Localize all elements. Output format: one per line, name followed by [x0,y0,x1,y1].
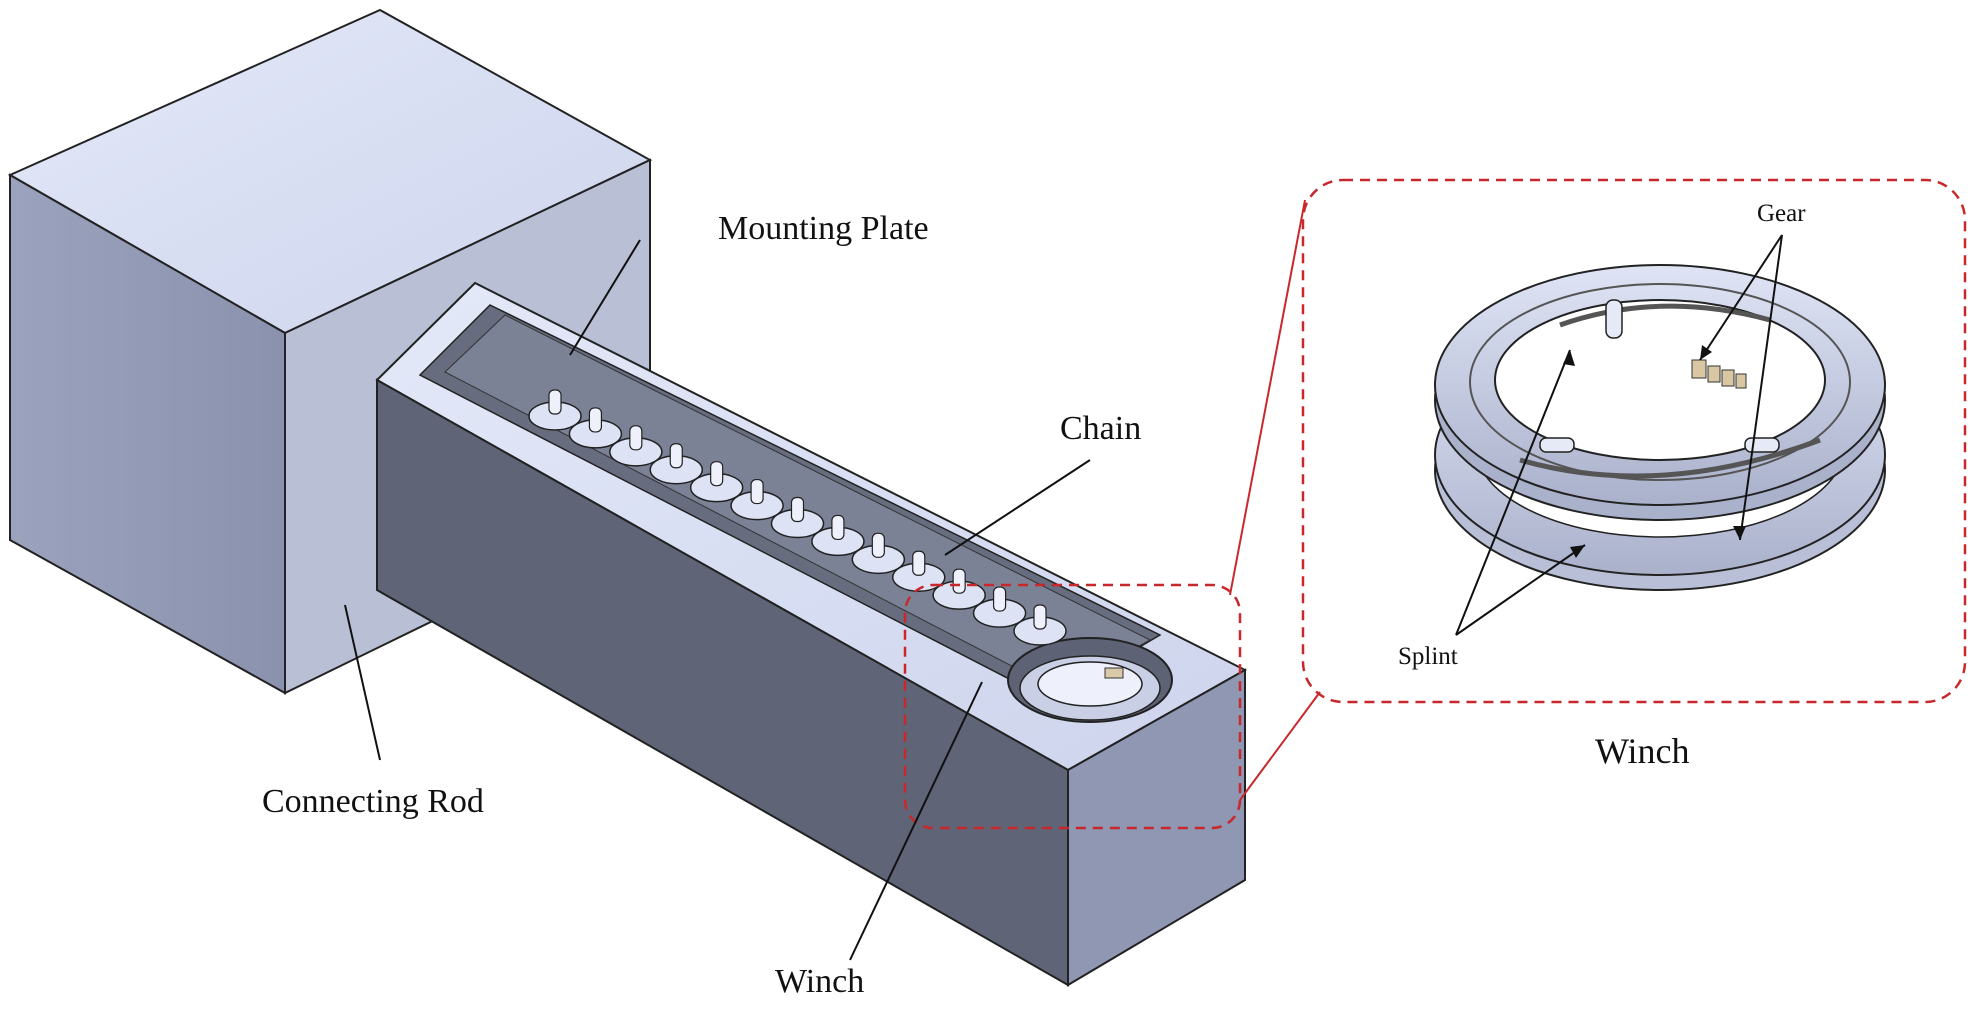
chain-pin [588,407,603,433]
chain-pin [750,478,764,505]
chain-pin [871,532,885,558]
winch-detail-box [1301,178,1967,704]
leader-winch [849,681,983,961]
callout-line-bottom [1239,691,1321,801]
chain-pin [912,550,926,576]
chain-pin [548,389,562,415]
label-connecting-rod: Connecting Rod [262,783,484,820]
gear-teeth [1691,359,1747,389]
mounting-plate-bar [375,281,1248,987]
chain-pin [790,496,805,523]
leader-splint-2 [1455,544,1586,636]
leader-connecting-rod [344,604,381,761]
leader-mounting-plate [569,239,641,356]
plate-end-face [1067,668,1246,987]
label-winch-main: Winch [775,963,865,1000]
chain-pin [629,425,643,451]
label-gear: Gear [1757,200,1806,227]
label-mounting-plate: Mounting Plate [718,210,929,247]
leader-gear-1 [1699,234,1783,361]
chain [528,389,1067,646]
leader-chain [944,459,1091,556]
chain-pin [992,586,1007,612]
label-splint: Splint [1398,643,1458,670]
label-winch-detail: Winch [1595,731,1690,771]
winch-callout-box [903,583,1242,830]
chain-pin [710,461,724,487]
leader-gear-2 [1739,234,1783,541]
chain-pin [669,443,683,469]
chain-pin [831,514,845,541]
leader-splint-1 [1455,349,1571,636]
chain-pin [952,568,966,594]
winch-detail-rings [1434,264,1886,591]
label-chain: Chain [1060,410,1142,447]
callout-line-top [1229,199,1306,596]
chain-pin [1033,604,1047,630]
winch-small [1019,655,1161,721]
